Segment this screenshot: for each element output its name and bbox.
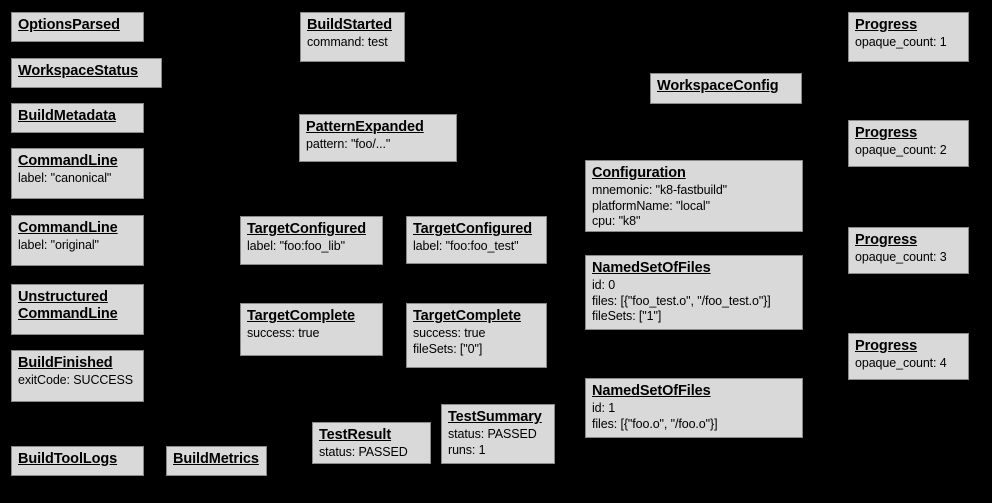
- event-node-field: opaque_count: 1: [855, 35, 947, 49]
- event-node-fields: command: test: [307, 35, 398, 51]
- event-node-build-tool-logs[interactable]: BuildToolLogs: [11, 446, 144, 476]
- event-node-field: label: "foo:foo_test": [413, 239, 519, 253]
- event-node-field: mnemonic: "k8-fastbuild": [592, 183, 728, 197]
- event-node-fields: label: "foo:foo_test": [413, 239, 540, 255]
- event-node-fields: mnemonic: "k8-fastbuild"platformName: "l…: [592, 183, 796, 230]
- event-node-fields: opaque_count: 1: [855, 35, 962, 51]
- event-node-field: label: "original": [18, 238, 99, 252]
- event-node-field: cpu: "k8": [592, 214, 641, 228]
- event-node-progress-3[interactable]: Progress opaque_count: 3: [848, 227, 969, 274]
- event-node-options-parsed[interactable]: OptionsParsed: [11, 12, 144, 42]
- event-node-fields: label: "original": [18, 238, 137, 254]
- event-node-field: platformName: "local": [592, 198, 710, 213]
- event-node-progress-2[interactable]: Progress opaque_count: 2: [848, 120, 969, 167]
- event-node-unstructured-command-line[interactable]: Unstructured CommandLine: [11, 284, 144, 335]
- event-node-title: TargetComplete: [247, 308, 355, 324]
- event-node-fields: success: true: [247, 326, 376, 342]
- event-node-field: runs: 1: [448, 442, 486, 457]
- event-node-title: NamedSetOfFiles: [592, 383, 711, 399]
- event-node-target-complete-foo-lib[interactable]: TargetComplete success: true: [240, 303, 383, 356]
- event-node-title: BuildMetrics: [173, 451, 259, 467]
- event-node-field: fileSets: ["1"]: [592, 309, 662, 323]
- event-node-title: BuildStarted: [307, 17, 393, 33]
- event-node-title: BuildToolLogs: [18, 451, 118, 467]
- event-node-field: pattern: "foo/...": [306, 137, 391, 151]
- event-node-configuration[interactable]: Configuration mnemonic: "k8-fastbuild"pla…: [585, 160, 803, 232]
- event-node-command-line-original[interactable]: CommandLine label: "original": [11, 215, 144, 266]
- event-node-title: TestSummary: [448, 409, 542, 425]
- event-node-title: TargetComplete: [413, 308, 521, 324]
- event-node-field: files: [{"foo_test.o", "/foo_test.o"}]: [592, 293, 771, 308]
- event-node-fields: opaque_count: 2: [855, 143, 962, 159]
- event-node-field: id: 1: [592, 401, 616, 415]
- event-node-field: files: [{"foo.o", "/foo.o"}]: [592, 416, 718, 431]
- event-node-title: Progress: [855, 338, 918, 354]
- event-node-field: exitCode: SUCCESS: [18, 373, 134, 387]
- event-node-fields: label: "foo:foo_lib": [247, 239, 376, 255]
- event-node-title: WorkspaceStatus: [18, 63, 138, 79]
- event-node-workspace-status[interactable]: WorkspaceStatus: [11, 58, 162, 88]
- event-node-command-line-canonical[interactable]: CommandLine label: "canonical": [11, 148, 144, 199]
- event-node-field: opaque_count: 3: [855, 250, 947, 264]
- event-node-progress-1[interactable]: Progress opaque_count: 1: [848, 12, 969, 62]
- event-node-fields: opaque_count: 4: [855, 356, 962, 372]
- event-node-title: Configuration: [592, 165, 686, 181]
- event-node-target-configured-foo-lib[interactable]: TargetConfigured label: "foo:foo_lib": [240, 216, 383, 265]
- event-node-field: opaque_count: 4: [855, 356, 947, 370]
- event-node-title: PatternExpanded: [306, 119, 424, 135]
- event-node-title: TargetConfigured: [247, 221, 366, 237]
- event-node-field: fileSets: ["0"]: [413, 341, 483, 356]
- event-node-pattern-expanded[interactable]: PatternExpanded pattern: "foo/...": [299, 114, 457, 162]
- event-node-field: label: "foo:foo_lib": [247, 239, 345, 253]
- event-node-field: success: true: [413, 326, 486, 340]
- event-node-workspace-config[interactable]: WorkspaceConfig: [650, 73, 802, 104]
- event-node-title: Unstructured CommandLine: [18, 289, 118, 322]
- event-node-fields: label: "canonical": [18, 171, 137, 187]
- event-node-title: Progress: [855, 232, 918, 248]
- event-node-title: Progress: [855, 125, 918, 141]
- event-node-test-result[interactable]: TestResult status: PASSED: [312, 422, 431, 464]
- event-node-build-started[interactable]: BuildStarted command: test: [300, 12, 405, 62]
- event-node-fields: opaque_count: 3: [855, 250, 962, 266]
- event-node-field: status: PASSED: [319, 445, 408, 459]
- event-node-title: CommandLine: [18, 153, 118, 169]
- event-node-title: CommandLine: [18, 220, 118, 236]
- event-node-fields: exitCode: SUCCESS: [18, 373, 137, 389]
- event-node-title: BuildMetadata: [18, 108, 116, 124]
- event-node-fields: pattern: "foo/...": [306, 137, 450, 153]
- event-node-title: TargetConfigured: [413, 221, 532, 237]
- event-node-field: opaque_count: 2: [855, 143, 947, 157]
- event-node-field: success: true: [247, 326, 320, 340]
- event-node-title: NamedSetOfFiles: [592, 260, 711, 276]
- event-node-title: OptionsParsed: [18, 17, 120, 33]
- event-node-title: TestResult: [319, 427, 392, 443]
- event-node-field: command: test: [307, 35, 388, 49]
- event-node-title: BuildFinished: [18, 355, 113, 371]
- event-node-field: status: PASSED: [448, 427, 537, 441]
- event-node-title: WorkspaceConfig: [657, 78, 779, 94]
- event-node-build-finished[interactable]: BuildFinished exitCode: SUCCESS: [11, 350, 144, 402]
- event-node-target-configured-foo-test[interactable]: TargetConfigured label: "foo:foo_test": [406, 216, 547, 264]
- event-node-build-metrics[interactable]: BuildMetrics: [166, 446, 267, 476]
- event-node-build-metadata[interactable]: BuildMetadata: [11, 103, 144, 133]
- event-node-fields: status: PASSED: [319, 445, 424, 461]
- event-node-field: id: 0: [592, 278, 616, 292]
- event-node-field: label: "canonical": [18, 171, 112, 185]
- event-node-progress-4[interactable]: Progress opaque_count: 4: [848, 333, 969, 380]
- event-node-title: Progress: [855, 17, 918, 33]
